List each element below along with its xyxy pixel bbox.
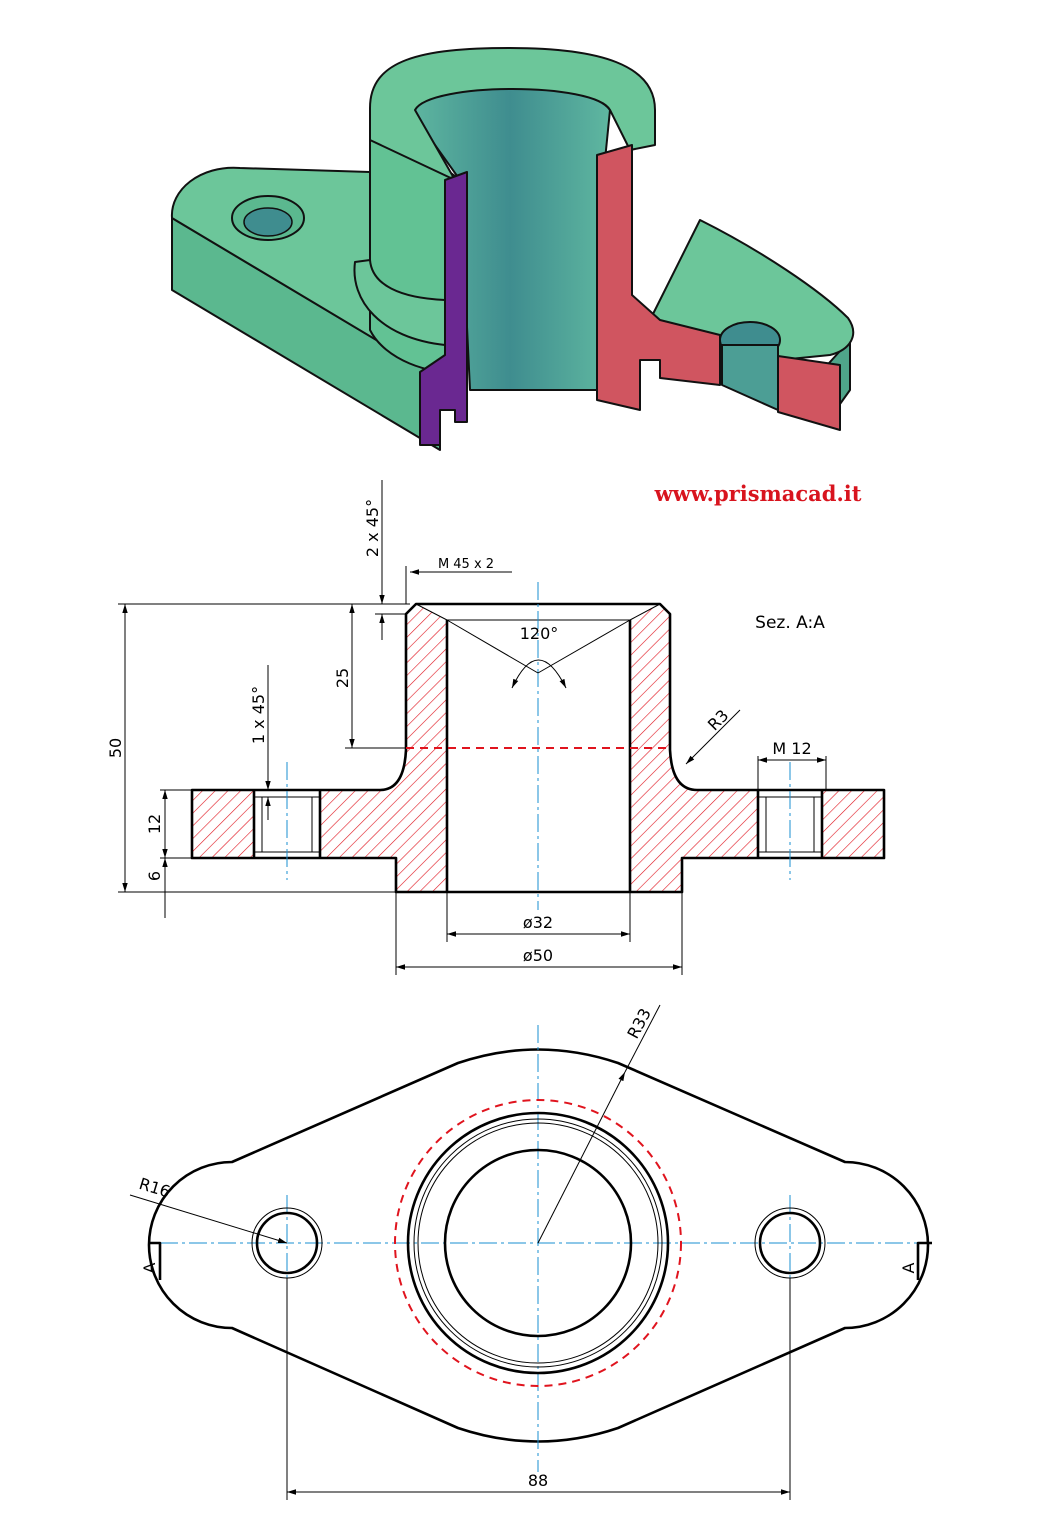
plan-boss-chamfer-1	[413, 1118, 663, 1368]
section-hatch-right-flange	[822, 790, 884, 858]
dim-chamfer-top: 2 x 45°	[363, 499, 382, 557]
chamfer-left	[415, 603, 448, 621]
iso-plate-right-top	[649, 219, 855, 361]
dim-line-large-radius	[537, 1071, 626, 1244]
angle-line-left	[446, 619, 539, 674]
dim-leader-large-radius	[624, 1004, 661, 1073]
section-mark-right: A	[899, 1262, 918, 1273]
plan-boss-outer	[406, 1111, 670, 1375]
iso-cut-face-center	[596, 144, 721, 411]
plan-thread-circle	[394, 1099, 682, 1387]
angle-line-right	[537, 619, 631, 674]
iso-cut-face-right	[777, 355, 841, 431]
dim-total-height: 50	[106, 738, 125, 758]
dim-outer-diameter: ø50	[523, 946, 553, 965]
section-view: 120° 50 25 12 6 2 x 45° M 45 x 2 1 x 45°	[106, 480, 886, 975]
angle-arc	[511, 659, 567, 689]
isometric-view	[170, 47, 855, 451]
dim-fillet: R3	[704, 706, 732, 734]
iso-cut-face-left	[419, 171, 468, 446]
section-hatch-left-flange	[192, 790, 254, 858]
dim-lug-radius: R16	[137, 1174, 173, 1201]
plan-left-hole	[255, 1211, 319, 1275]
dim-height-upper: 25	[333, 668, 352, 688]
dim-line-lug-radius	[129, 1194, 288, 1244]
plan-outline	[147, 1048, 930, 1443]
iso-left-hole-inner	[243, 207, 293, 237]
plan-boss-chamfer-2	[417, 1122, 659, 1364]
dim-bore-diameter: ø32	[523, 913, 553, 932]
section-mark-left: A	[140, 1262, 159, 1273]
dim-thread-hole: M 12	[772, 739, 811, 758]
section-hatch-left-wall	[320, 604, 447, 892]
brand-url: www.prismacad.it	[654, 481, 862, 506]
dim-thread-main: M 45 x 2	[438, 557, 494, 572]
plan-bore	[443, 1148, 633, 1338]
section-label: Sez. A:A	[755, 613, 825, 633]
iso-cylinder-rim	[369, 47, 656, 181]
section-mark-left-line	[148, 1241, 162, 1280]
dim-base-step: 6	[145, 871, 164, 881]
plan-view: R33 R16 A A 88	[129, 1004, 932, 1500]
section-mark-right-line	[916, 1241, 932, 1280]
dim-chamfer-hole: 1 x 45°	[249, 686, 268, 744]
dim-angle: 120°	[520, 624, 559, 643]
iso-right-hole-bore	[721, 344, 779, 411]
dim-hole-spacing: 88	[528, 1471, 548, 1490]
plan-right-hole	[758, 1211, 822, 1275]
chamfer-right	[629, 603, 661, 621]
dim-line-fillet	[685, 709, 741, 765]
dim-flange-thickness: 12	[145, 814, 164, 834]
section-hatch-right-wall	[630, 604, 758, 892]
